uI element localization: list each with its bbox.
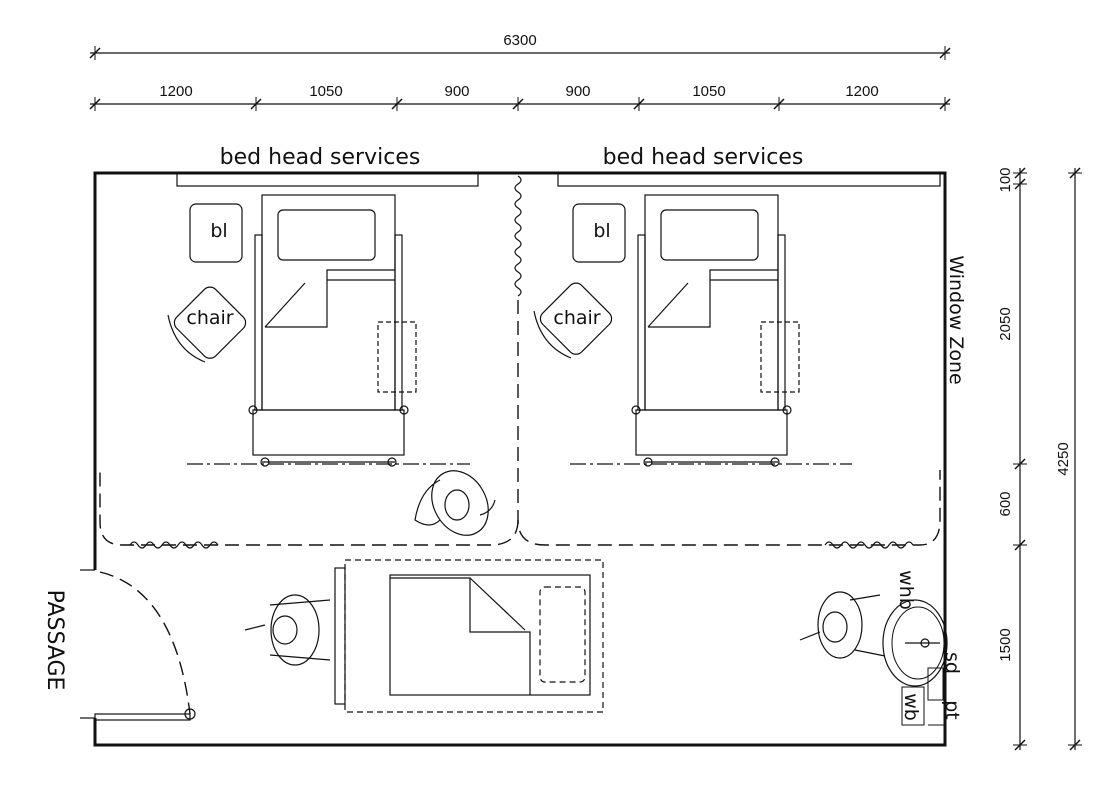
staff-figure bbox=[414, 470, 496, 536]
door bbox=[94, 571, 196, 721]
bed-head-services-label: bed head services bbox=[603, 145, 804, 170]
bed-bay-left: bl chair bbox=[167, 194, 470, 467]
overall-width-dimension: 6300 bbox=[89, 32, 951, 61]
chair: chair bbox=[533, 282, 613, 359]
window-zone-label: Window Zone bbox=[945, 255, 967, 384]
bedside-locker: bl bbox=[189, 203, 243, 263]
overall-depth-dimension: 4250 bbox=[1055, 167, 1083, 751]
bed-head-services-panel bbox=[557, 172, 941, 187]
sd-label: sd bbox=[941, 652, 963, 674]
dimension-label: 1500 bbox=[997, 628, 1014, 661]
dimension-label: 100 bbox=[997, 167, 1014, 192]
bedside-locker-label: bl bbox=[210, 220, 227, 242]
staff-figure bbox=[799, 591, 886, 659]
dimension-label: 4250 bbox=[1055, 442, 1072, 475]
dimension-label: 600 bbox=[997, 491, 1014, 516]
bed bbox=[631, 194, 800, 467]
chair: chair bbox=[167, 286, 247, 363]
bed-bay-right: bl chair bbox=[533, 194, 852, 467]
dimension-label: 1050 bbox=[692, 83, 725, 100]
dimension-label: 1200 bbox=[159, 83, 192, 100]
staff-figure bbox=[244, 594, 331, 666]
passage-label: PASSAGE bbox=[42, 590, 67, 691]
bedside-locker-label: bl bbox=[593, 220, 610, 242]
dimension-label: 2050 bbox=[997, 307, 1014, 340]
segment-dimensions: 1200 1050 900 900 1050 1200 bbox=[89, 83, 951, 112]
right-segment-dimensions: 100 2050 600 1500 bbox=[997, 167, 1028, 751]
room-walls bbox=[80, 171, 947, 747]
mobile-bed bbox=[334, 559, 604, 713]
dimension-label: 900 bbox=[565, 83, 590, 100]
bedside-locker: bl bbox=[572, 203, 626, 263]
chair-label: chair bbox=[553, 307, 600, 329]
dimension-label: 6300 bbox=[503, 32, 536, 49]
chair-label: chair bbox=[186, 307, 233, 329]
dimension-label: 1050 bbox=[309, 83, 342, 100]
bed-head-services-label: bed head services bbox=[220, 145, 421, 170]
hand-wash-station bbox=[882, 599, 948, 726]
pt-label: pt bbox=[941, 700, 963, 720]
wb-label: wb bbox=[900, 693, 922, 721]
dimension-label: 1200 bbox=[845, 83, 878, 100]
bed bbox=[248, 194, 417, 467]
bed-head-services-panel bbox=[176, 172, 479, 187]
dimension-label: 900 bbox=[444, 83, 469, 100]
whb-label: whb bbox=[895, 570, 917, 610]
privacy-curtains bbox=[99, 175, 941, 549]
